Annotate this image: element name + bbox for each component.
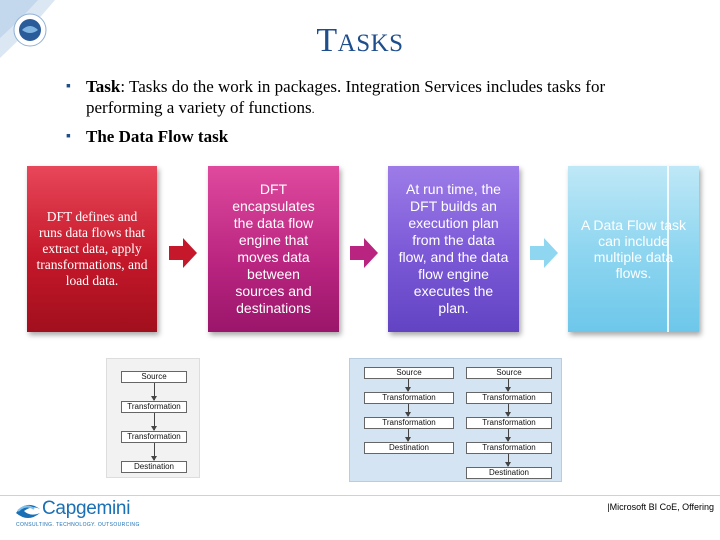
process-box-4-text: A Data Flow task can include multiple da…: [580, 217, 687, 281]
footer-caption: |Microsoft BI CoE, Offering: [607, 502, 714, 512]
diagram-connector: [405, 379, 411, 392]
bullet-task: Task: Tasks do the work in packages. Int…: [66, 76, 676, 120]
bullet-task-text: : Tasks do the work in packages. Integra…: [86, 77, 606, 117]
diagram-connector: [505, 454, 511, 467]
capgemini-logo-icon: [16, 504, 40, 518]
diagram-connector: [505, 379, 511, 392]
process-box-1-text: DFT defines and runs data flows that ext…: [36, 209, 148, 288]
slide-title: TASKS: [316, 22, 404, 59]
bullet-list: Task: Tasks do the work in packages. Int…: [66, 76, 676, 153]
logo-wordmark: Capgemini: [42, 498, 131, 519]
corner-swoosh-decoration: [0, 0, 55, 58]
diagram-transformation-box: Transformation: [466, 392, 552, 404]
diagram-destination-box: Destination: [466, 467, 552, 479]
dataflow-diagram-multiple: Source Transformation Transformation Des…: [349, 358, 562, 482]
diagram-transformation-box: Transformation: [466, 442, 552, 454]
diagram-connector: [151, 383, 157, 401]
diagram-source-box: Source: [466, 367, 552, 379]
bullet-dataflow-label: The Data Flow task: [86, 127, 229, 146]
logo-tagline: CONSULTING. TECHNOLOGY. OUTSOURCING: [16, 522, 140, 528]
diagram-destination-box: Destination: [364, 442, 454, 454]
diagram-transformation-box: Transformation: [364, 417, 454, 429]
bullet-task-period: .: [311, 102, 315, 116]
chevron-arrow-icon: [530, 238, 558, 268]
diagram-transformation-box: Transformation: [364, 392, 454, 404]
diagram-connector: [151, 443, 157, 461]
process-box-2-text: DFT encapsulates the data flow engine th…: [232, 181, 315, 316]
bullet-task-label: Task: [86, 77, 121, 96]
process-box-4: A Data Flow task can include multiple da…: [568, 166, 699, 332]
diagram-connector: [151, 413, 157, 431]
diagram-connector: [505, 429, 511, 442]
bullet-dataflow: The Data Flow task: [66, 126, 676, 147]
process-box-2: DFT encapsulates the data flow engine th…: [208, 166, 339, 332]
diagram-connector: [505, 404, 511, 417]
diagram-source-box: Source: [121, 371, 187, 383]
diagram-transformation-box: Transformation: [121, 401, 187, 413]
chevron-arrow-icon: [350, 238, 378, 268]
diagram-transformation-box: Transformation: [121, 431, 187, 443]
diagram-connector: [405, 429, 411, 442]
process-box-3-text: At run time, the DFT builds an execution…: [398, 181, 509, 316]
footer-divider: [0, 495, 720, 496]
dataflow-diagram-simple: Source Transformation Transformation Des…: [106, 358, 200, 478]
diagram-source-box: Source: [364, 367, 454, 379]
process-box-3: At run time, the DFT builds an execution…: [388, 166, 519, 332]
diagram-destination-box: Destination: [121, 461, 187, 473]
chevron-arrow-icon: [169, 238, 197, 268]
diagram-transformation-box: Transformation: [466, 417, 552, 429]
process-box-1: DFT defines and runs data flows that ext…: [27, 166, 157, 332]
diagram-connector: [405, 404, 411, 417]
